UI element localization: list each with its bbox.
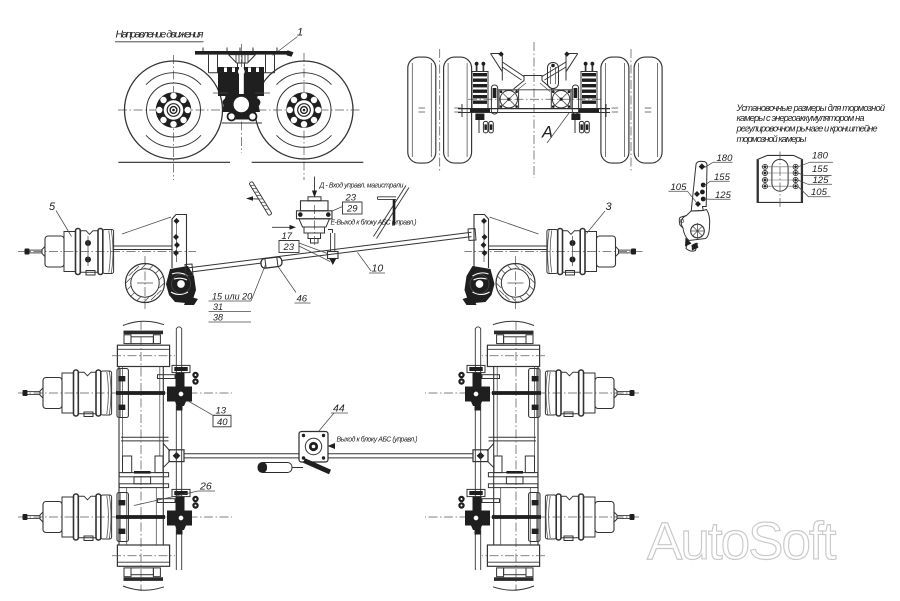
svg-text:23: 23	[345, 193, 357, 204]
svg-text:46: 46	[297, 294, 308, 305]
svg-text:Установочные размеры для тормо: Установочные размеры для тормозной	[736, 103, 886, 113]
svg-text:тормозной камеры: тормозной камеры	[737, 134, 807, 144]
svg-text:44: 44	[333, 403, 345, 415]
svg-text:AutoSoft: AutoSoft	[647, 512, 837, 571]
svg-text:Д - Вход управл. магистрали: Д - Вход управл. магистрали	[319, 182, 404, 190]
svg-text:180: 180	[812, 151, 829, 162]
svg-text:10: 10	[372, 263, 384, 275]
svg-text:5: 5	[49, 201, 56, 213]
svg-text:105: 105	[671, 182, 688, 193]
svg-text:29: 29	[346, 204, 358, 215]
svg-text:камеры с энергоаккумулятором н: камеры с энергоаккумулятором на	[737, 113, 865, 123]
svg-text:105: 105	[811, 187, 828, 198]
svg-text:180: 180	[717, 153, 734, 164]
svg-text:40: 40	[217, 417, 228, 428]
svg-text:регулировочном рычаге и кроншт: регулировочном рычаге и кронштейне	[736, 124, 878, 134]
svg-text:155: 155	[812, 164, 829, 175]
svg-text:23: 23	[283, 242, 295, 253]
svg-text:Выход к блоку АБС (управл.): Выход к блоку АБС (управл.)	[337, 436, 418, 444]
svg-text:31: 31	[213, 302, 223, 312]
svg-text:15 или 20: 15 или 20	[212, 292, 252, 302]
svg-text:125: 125	[715, 190, 732, 201]
svg-text:13: 13	[216, 406, 227, 417]
svg-text:155: 155	[714, 172, 731, 183]
svg-text:17: 17	[282, 231, 293, 242]
svg-text:3: 3	[606, 201, 613, 213]
svg-text:A: A	[541, 124, 553, 142]
svg-text:125: 125	[813, 175, 830, 186]
svg-text:26: 26	[199, 481, 212, 493]
svg-text:Направление движения: Направление движения	[116, 29, 204, 41]
svg-text:38: 38	[213, 313, 223, 323]
svg-text:Е-Выход к блоку АБС (управл.): Е-Выход к блоку АБС (управл.)	[331, 219, 417, 227]
svg-text:1: 1	[297, 27, 303, 39]
